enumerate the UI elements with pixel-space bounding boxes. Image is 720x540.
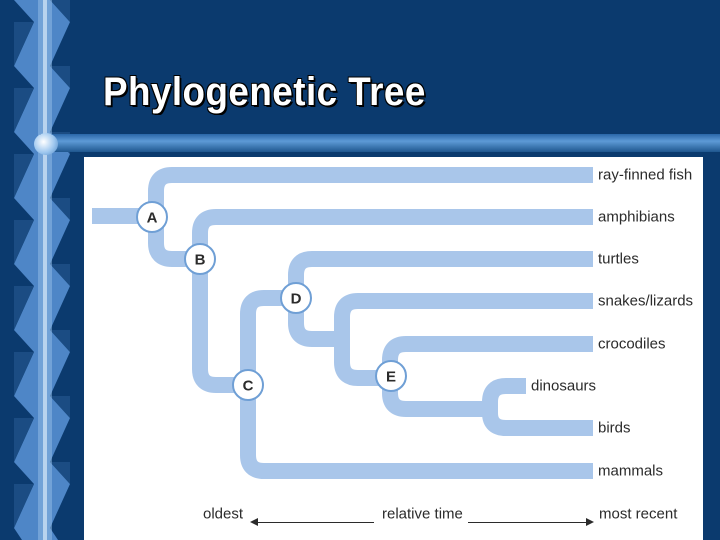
taxon-label: amphibians [598,208,675,226]
branch-e-to-dino-birds [382,378,490,417]
taxon-label: birds [598,419,631,437]
node-c-circle [232,369,264,401]
axis-label-oldest: oldest [203,505,244,523]
node-d-label: D [291,291,302,308]
slide-title: Phylogenetic Tree [103,70,426,114]
node-b-label: B [195,252,206,269]
branch-d-to-e-group [288,298,342,347]
branch-mammals [240,385,593,479]
arrow-right-icon [468,518,594,526]
branch-turtles [288,251,593,298]
node-b-circle [184,243,216,275]
branch-birds [482,405,593,436]
branch-snakes-lizards [334,293,593,339]
title-divider-bar [40,134,720,152]
branch-a-to-b [148,216,200,267]
branch-dinosaurs [482,378,526,410]
divider-knob [34,133,58,155]
taxon-label: snakes/lizards [598,292,694,310]
node-e-circle [375,360,407,392]
tree-branches: A B C D E [92,167,593,479]
branch-ray-finned-fish [148,167,593,216]
branch-to-e [334,339,390,386]
node-c-label: C [243,378,254,395]
taxon-label: turtles [598,250,639,268]
axis-label-most-recent: most recent [599,505,678,523]
axis-label-relative-time: relative time [382,505,463,523]
taxon-label: dinosaurs [531,377,597,395]
branch-crocodiles [382,336,593,378]
node-a-circle [136,201,168,233]
phylogenetic-tree-diagram: A B C D E ray-finned fish amphibians tur… [84,157,703,540]
node-e-label: E [386,369,396,386]
ribbon-decoration [0,0,84,540]
branch-amphibians [192,209,593,259]
taxon-label: ray-finned fish [598,166,693,184]
taxon-label: crocodiles [598,335,666,353]
branch-c-to-d [240,290,296,385]
node-a-label: A [147,210,158,227]
branch-b-to-c [192,259,248,393]
taxon-label: mammals [598,462,664,480]
arrow-left-icon [250,518,374,526]
node-d-circle [280,282,312,314]
